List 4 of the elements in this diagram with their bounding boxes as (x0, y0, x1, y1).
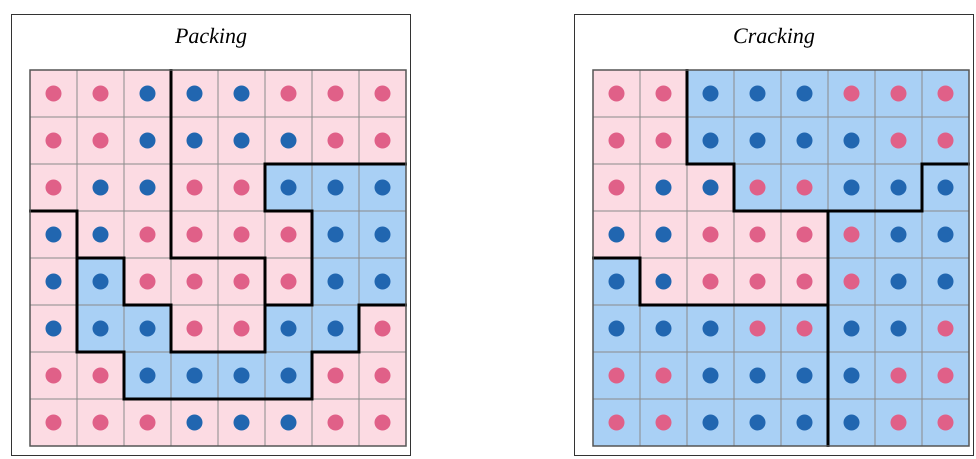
panel-title: Packing (174, 23, 248, 49)
panel-title: Cracking (733, 23, 815, 49)
panel-frame (11, 14, 411, 456)
panel-frame (574, 14, 974, 456)
